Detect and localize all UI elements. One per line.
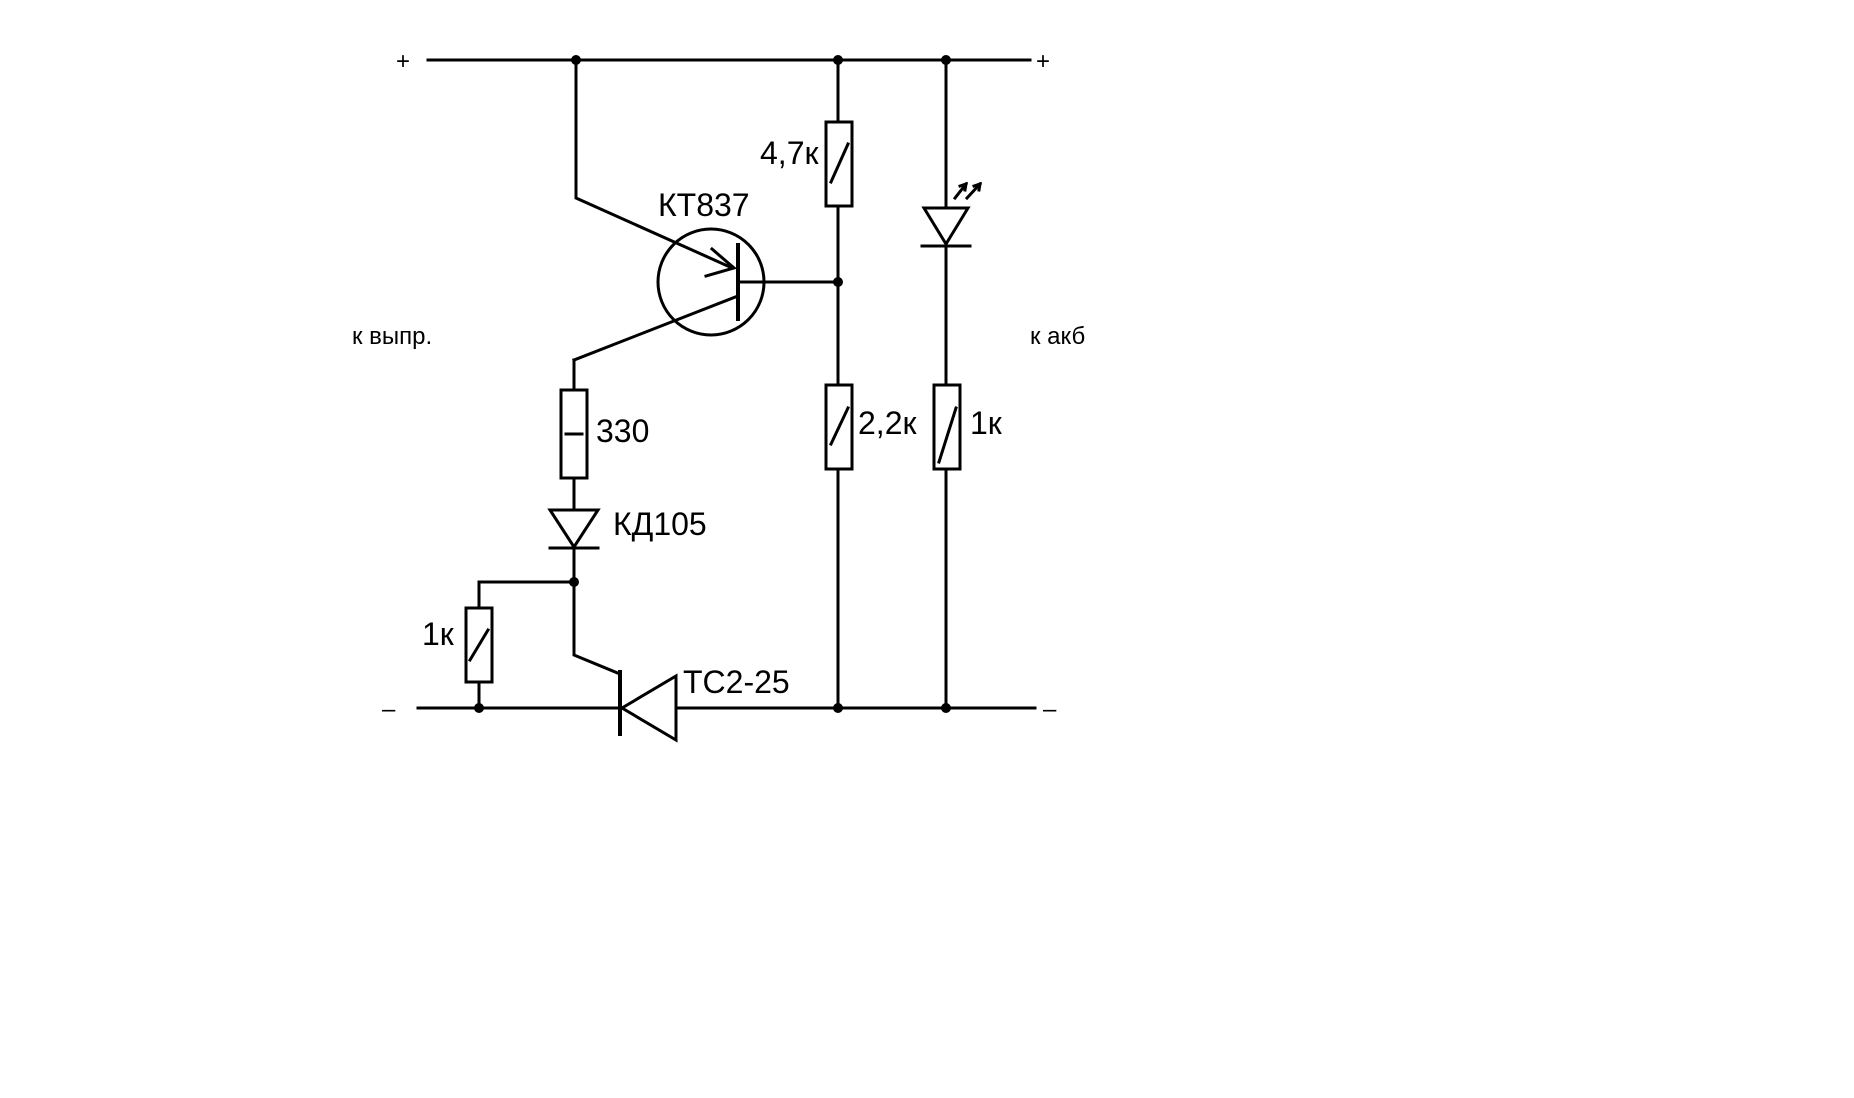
rectifier-side-label: к выпр. (352, 323, 432, 350)
resistor-2-2k: 2,2к (824, 383, 917, 471)
transistor-label: КТ837 (658, 187, 750, 223)
diode-label: КД105 (613, 506, 707, 542)
diode-kd105: КД105 (547, 506, 707, 550)
resistor-icon (932, 383, 962, 471)
emitter-wire (574, 58, 738, 278)
resistor-1k-gate-label: 1к (422, 616, 455, 652)
right-minus-terminal: – (1043, 696, 1057, 723)
junction-dots (474, 55, 951, 713)
diode-icon (547, 508, 601, 550)
resistor-2-2k-label: 2,2к (858, 405, 917, 441)
thyristor-ts2-25: ТС2-25 (618, 664, 790, 743)
gate-wire (572, 580, 622, 676)
resistor-4-7k: 4,7к (760, 120, 854, 208)
resistor-4-7k-label: 4,7к (760, 135, 819, 171)
led (920, 181, 983, 248)
resistor-1k-gate: 1к (422, 606, 494, 684)
pnp-transistor-icon (572, 227, 842, 362)
thyristor-icon (618, 670, 678, 743)
resistor-1k-led-label: 1к (970, 405, 1003, 441)
resistor-1k-led: 1к (932, 383, 1003, 471)
thyristor-label: ТС2-25 (683, 664, 790, 700)
transistor-kt837: КТ837 (572, 187, 842, 362)
right-plus-terminal: + (1036, 48, 1050, 75)
resistor-330-label: 330 (596, 413, 649, 449)
resistor-330: 330 (559, 388, 649, 480)
left-plus-terminal: + (396, 48, 410, 75)
battery-side-label: к акб (1030, 323, 1085, 350)
gate-resistor-wire (477, 580, 576, 610)
led-icon (920, 181, 983, 248)
left-minus-terminal: – (382, 696, 396, 723)
